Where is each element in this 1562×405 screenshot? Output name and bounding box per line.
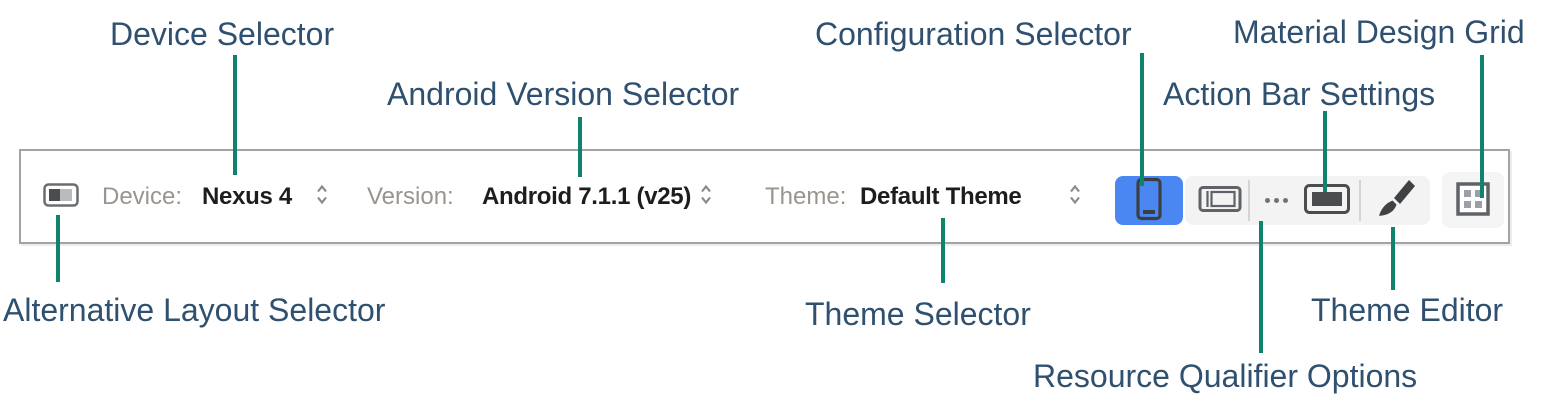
button-separator (1359, 180, 1361, 221)
configuration-secondary-group (1185, 176, 1302, 225)
up-down-stepper-icon (1067, 184, 1083, 211)
annotation-material-design-grid: Material Design Grid (1233, 14, 1525, 50)
theme-value-dropdown[interactable]: Default Theme (860, 182, 1022, 210)
annotation-theme-selector: Theme Selector (805, 296, 1031, 332)
device-value-dropdown[interactable]: Nexus 4 (202, 182, 292, 210)
annotation-alternative-layout-selector: Alternative Layout Selector (3, 292, 386, 328)
device-label: Device: (102, 182, 183, 210)
connector-android-version-selector (578, 117, 582, 177)
version-stepper[interactable] (698, 181, 714, 212)
annotation-android-version-selector: Android Version Selector (387, 76, 740, 112)
appearance-group (1290, 176, 1430, 225)
connector-resource-qualifier-options (1259, 221, 1263, 353)
connector-material-design-grid (1480, 55, 1484, 198)
alternative-layout-button[interactable] (39, 180, 83, 214)
resource-qualifier-button[interactable] (1253, 176, 1301, 225)
connector-device-selector (233, 55, 237, 175)
annotation-resource-qualifier-options: Resource Qualifier Options (1033, 358, 1418, 394)
up-down-stepper-icon (698, 184, 714, 211)
annotation-device-selector: Device Selector (110, 16, 335, 52)
device-stepper[interactable] (314, 181, 330, 212)
phone-landscape-icon (1197, 183, 1243, 218)
layout-editor-toolbar: Device: Nexus 4 Version: Android 7.1.1 (… (19, 149, 1510, 244)
configuration-portrait-button[interactable] (1115, 176, 1183, 225)
connector-configuration-selector (1140, 53, 1144, 186)
version-value-dropdown[interactable]: Android 7.1.1 (v25) (482, 182, 692, 210)
theme-label: Theme: (765, 182, 847, 210)
annotation-action-bar-settings: Action Bar Settings (1163, 76, 1436, 112)
action-bar-settings-button[interactable] (1293, 176, 1361, 225)
version-label: Version: (367, 182, 454, 210)
grid-icon (1454, 180, 1492, 221)
connector-theme-selector (941, 218, 945, 283)
theme-editor-button[interactable] (1363, 176, 1429, 225)
material-design-grid-button[interactable] (1442, 172, 1504, 228)
theme-stepper[interactable] (1067, 181, 1083, 212)
alternative-layout-icon (43, 183, 79, 210)
connector-alternative-layout-selector (56, 215, 60, 282)
up-down-stepper-icon (314, 184, 330, 211)
paintbrush-icon (1374, 177, 1418, 224)
configuration-landscape-button[interactable] (1189, 176, 1251, 225)
annotation-configuration-selector: Configuration Selector (815, 16, 1132, 52)
phone-portrait-icon (1134, 177, 1164, 224)
annotation-theme-editor: Theme Editor (1311, 292, 1504, 328)
button-separator (1248, 180, 1250, 221)
action-bar-icon (1303, 183, 1351, 218)
ellipsis-icon (1265, 198, 1288, 203)
connector-action-bar-settings (1323, 111, 1327, 192)
connector-theme-editor (1391, 227, 1395, 290)
